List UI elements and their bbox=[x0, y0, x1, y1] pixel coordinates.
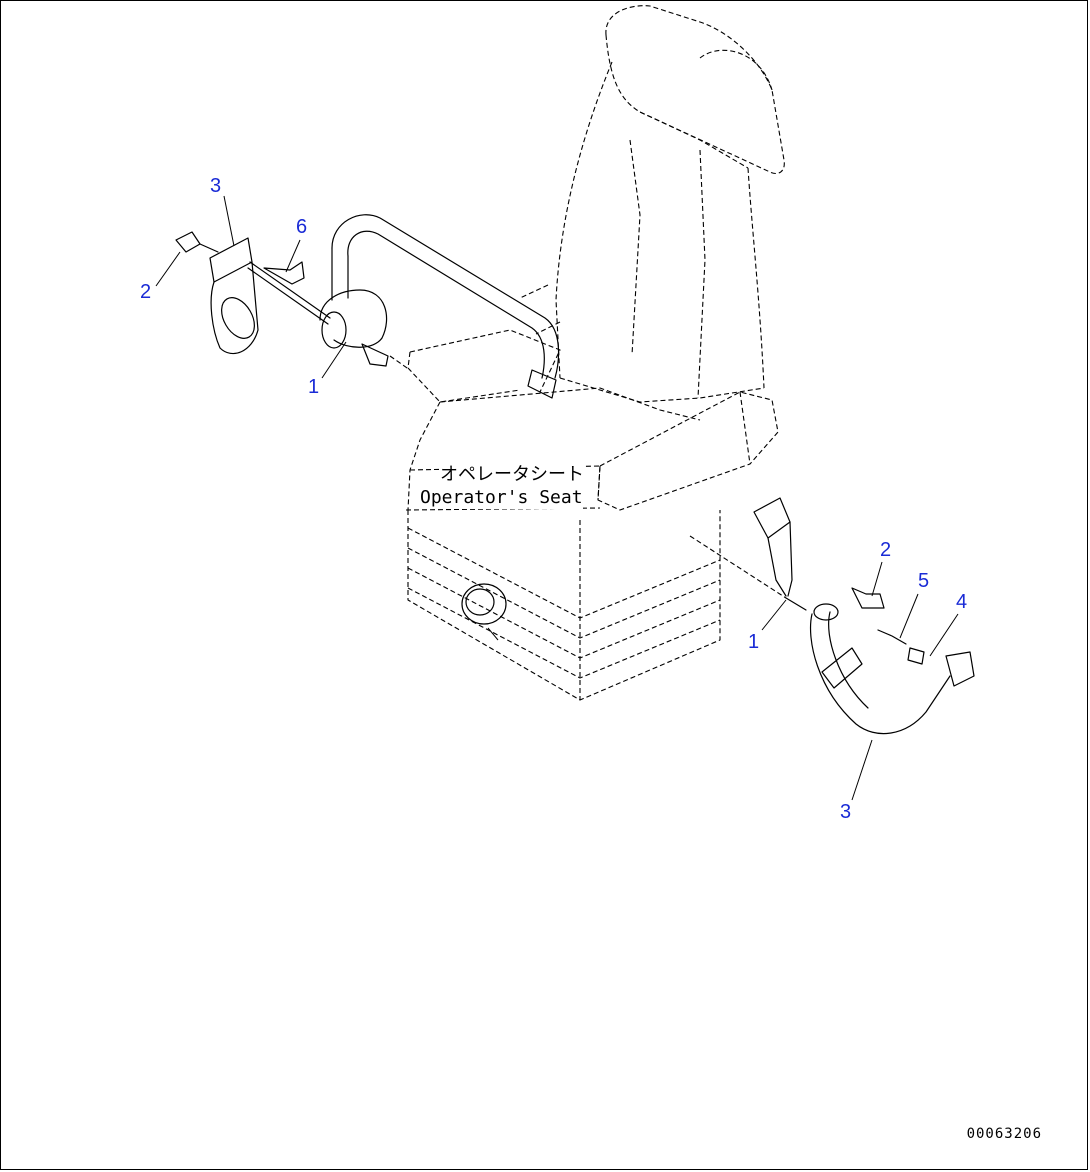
callout-1-right: 1 bbox=[748, 631, 760, 653]
leader-lines bbox=[155, 195, 959, 801]
seat-back bbox=[519, 61, 765, 403]
drawing-id: 00063206 bbox=[966, 1126, 1042, 1142]
seat-suspension bbox=[407, 510, 721, 701]
callout-3-left: 3 bbox=[210, 175, 222, 197]
callout-6-left: 6 bbox=[296, 216, 308, 238]
callout-2-left: 2 bbox=[140, 281, 152, 303]
right-seat-belt bbox=[689, 497, 975, 735]
left-armrest bbox=[331, 214, 561, 403]
left-seat-belt bbox=[175, 231, 411, 371]
callout-5-right: 5 bbox=[918, 570, 930, 592]
callout-1-left: 1 bbox=[308, 376, 320, 398]
seat-label-english: Operator's Seat bbox=[420, 487, 583, 509]
callout-2-right: 2 bbox=[880, 539, 892, 561]
headrest bbox=[605, 5, 785, 175]
callout-4-right: 4 bbox=[956, 591, 968, 613]
seat-label-japanese: オペレータシート bbox=[440, 464, 584, 486]
callout-3-right: 3 bbox=[840, 801, 852, 823]
